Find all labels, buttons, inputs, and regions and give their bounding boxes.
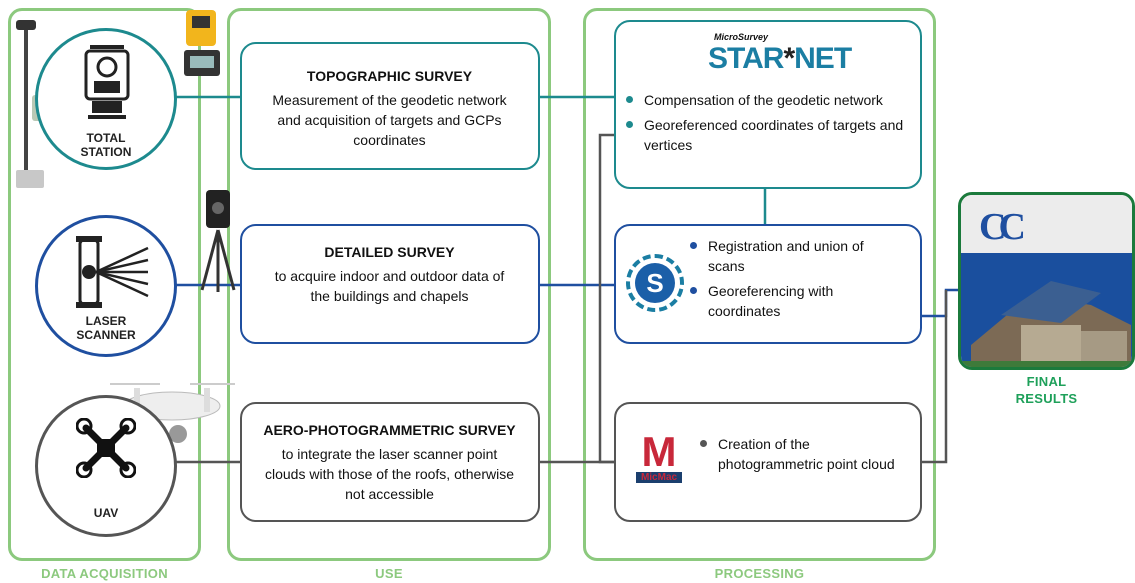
use-label: USE <box>375 566 403 581</box>
laser-scanner-icon <box>76 236 149 308</box>
total-station-photo-icon <box>178 6 226 78</box>
total-station-label: TOTAL STATION <box>80 131 132 159</box>
micmac-logo: M MicMac <box>630 430 688 486</box>
scan-bullet-1: Registration and union of scans <box>686 236 896 276</box>
topographic-survey-title: TOPOGRAPHIC SURVEY <box>306 68 473 84</box>
final-results-frame: CC <box>958 192 1135 370</box>
starnet-logo: MicroSurvey STAR*NET <box>708 30 852 78</box>
detailed-survey-text: to acquire indoor and outdoor data of th… <box>274 268 505 304</box>
starnet-bullet-2: Georeferenced coordinates of targets and… <box>622 115 912 155</box>
micmac-bullets: Creation of the photogrammetric point cl… <box>696 434 896 479</box>
scan-logo: S <box>626 254 684 312</box>
aero-survey-title: AERO-PHOTOGRAMMETRIC SURVEY <box>263 422 516 438</box>
starnet-logo-small: MicroSurvey <box>714 32 769 42</box>
laser-scanner-label: LASER SCANNER <box>76 314 136 342</box>
micmac-bullet-1: Creation of the photogrammetric point cl… <box>696 434 896 474</box>
processing-label: PROCESSING <box>714 566 805 581</box>
scan-registration-box: S Registration and union of scans Georef… <box>614 224 922 344</box>
quadcopter-icon <box>76 418 136 478</box>
uav-label: UAV <box>93 506 119 520</box>
starnet-bullet-1: Compensation of the geodetic network <box>622 90 912 110</box>
detailed-survey-box: DETAILED SURVEY to acquire indoor and ou… <box>240 224 540 344</box>
starnet-box: MicroSurvey STAR*NET Compensation of the… <box>614 20 922 189</box>
point-cloud-render-icon <box>961 253 1132 367</box>
starnet-bullets: Compensation of the geodetic network Geo… <box>622 90 912 160</box>
starnet-logo-left: STAR <box>708 42 784 75</box>
final-results-label: FINAL RESULTS <box>1015 374 1078 406</box>
starnet-logo-star: * <box>783 42 795 75</box>
cloudcompare-logo: CC <box>979 206 1026 248</box>
scan-bullets: Registration and union of scans Georefer… <box>686 236 896 326</box>
total-station-circle: TOTAL STATION <box>35 28 177 170</box>
micmac-logo-caption: MicMac <box>636 472 682 483</box>
micmac-logo-letter: M <box>641 428 677 475</box>
laser-scanner-circle: LASER SCANNER <box>35 215 177 357</box>
scan-final-link <box>922 288 962 318</box>
scan-logo-inner: S <box>635 263 675 303</box>
aero-survey-text: to integrate the laser scanner point clo… <box>264 446 515 502</box>
micmac-box: M MicMac Creation of the photogrammetric… <box>614 402 922 522</box>
micmac-final-link <box>922 290 948 464</box>
topographic-survey-text: Measurement of the geodetic network and … <box>272 92 507 148</box>
total-station-icon <box>84 45 130 119</box>
scan-bullet-2: Georeferencing with coordinates <box>686 281 896 321</box>
topographic-survey-box: TOPOGRAPHIC SURVEY Measurement of the ge… <box>240 42 540 170</box>
data-acquisition-label: DATA ACQUISITION <box>41 566 168 581</box>
uav-circle: UAV <box>35 395 177 537</box>
final-results-top <box>961 195 1132 259</box>
aero-survey-box: AERO-PHOTOGRAMMETRIC SURVEY to integrate… <box>240 402 540 522</box>
detailed-survey-title: DETAILED SURVEY <box>324 244 455 260</box>
processing-bus <box>598 133 614 464</box>
laser-scanner-photo-icon <box>196 190 240 295</box>
starnet-logo-right: NET <box>794 42 852 75</box>
starnet-logo-wordmark: STAR*NET <box>708 42 852 76</box>
